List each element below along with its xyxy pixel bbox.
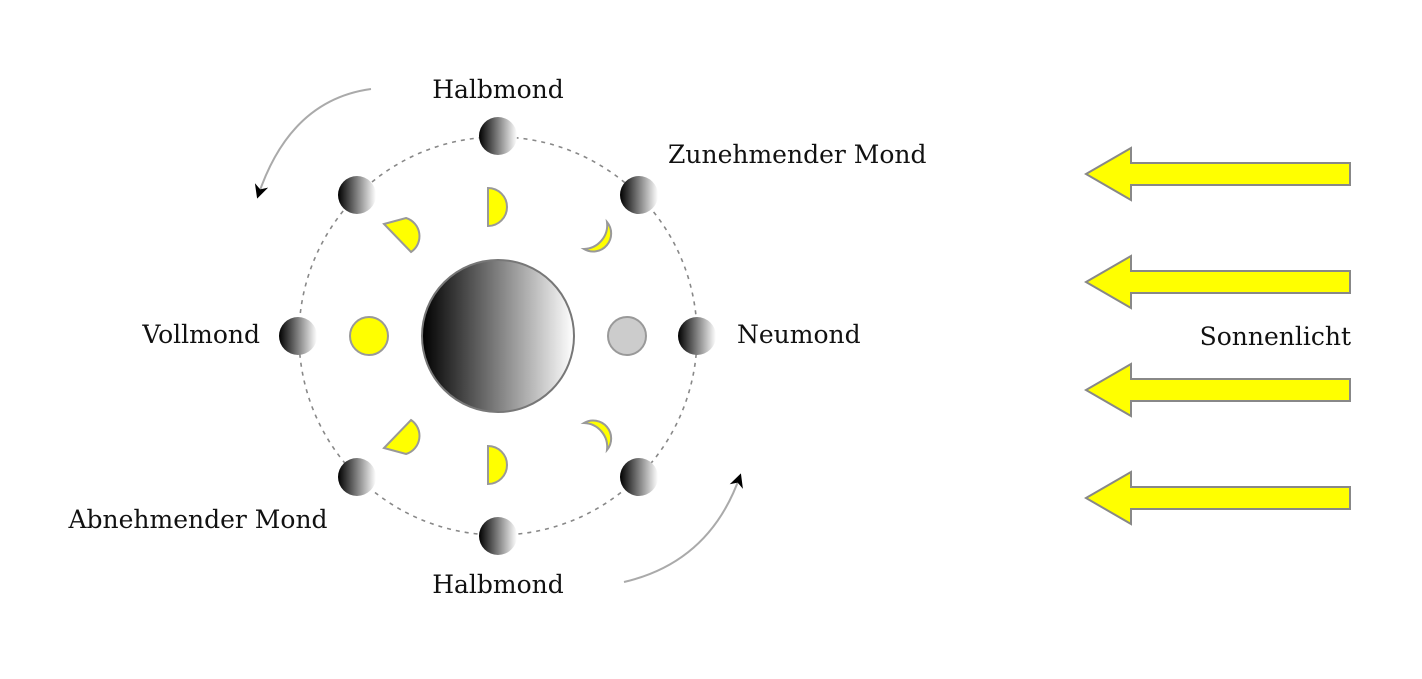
orbit-moon-waxing-crescent: [620, 176, 658, 214]
sunlight-arrow-1: [1084, 146, 1351, 202]
phase-waning-crescent: [580, 419, 613, 454]
phase-half-moon-top: [487, 186, 508, 228]
earth: [421, 259, 575, 413]
phase-waxing-crescent: [580, 218, 613, 253]
phase-full-moon: [349, 316, 389, 356]
label-half-moon-top: Halbmond: [432, 75, 564, 104]
phase-waning-gibbous: [382, 418, 421, 456]
orbit-moon-new: [678, 317, 716, 355]
sunlight-arrow-2: [1084, 254, 1351, 310]
label-half-moon-bottom: Halbmond: [432, 570, 564, 599]
label-waxing-moon: Zunehmender Mond: [668, 140, 927, 169]
moon-phases: [349, 186, 647, 486]
rotation-arrow-bottom: [623, 473, 743, 583]
sunlight-arrows: [1084, 146, 1351, 526]
orbit-moon-full: [279, 317, 317, 355]
phase-new-moon: [607, 316, 647, 356]
label-waning-moon: Abnehmender Mond: [67, 505, 327, 534]
sunlight-arrow-4: [1084, 470, 1351, 526]
label-sunlight: Sonnenlicht: [1200, 322, 1351, 351]
phase-waxing-gibbous: [382, 216, 421, 254]
orbit-moons: [279, 117, 716, 555]
rotation-arrow-top: [254, 88, 372, 199]
label-full-moon: Vollmond: [141, 320, 260, 349]
orbit-moon-waning-gibbous: [338, 458, 376, 496]
sunlight-arrow-3: [1084, 362, 1351, 418]
orbit-moon-first-quarter: [479, 117, 517, 155]
phase-half-moon-bottom: [487, 444, 508, 486]
orbit-moon-last-quarter: [479, 517, 517, 555]
orbit-moon-waxing-gibbous: [338, 176, 376, 214]
orbit-moon-waning-crescent: [620, 458, 658, 496]
label-new-moon: Neumond: [737, 320, 861, 349]
